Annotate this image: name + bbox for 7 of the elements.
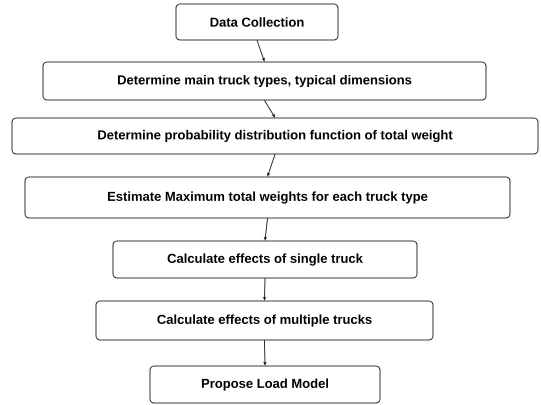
process-box: Estimate Maximum total weights for each truck type <box>24 176 510 218</box>
process-box: Propose Load Model <box>150 366 380 404</box>
process-box: Calculate effects of single truck <box>112 240 418 278</box>
process-box: Data Collection <box>176 4 338 40</box>
process-box: Determine main truck types, typical dimensions <box>42 62 486 100</box>
process-box: Determine probability distribution function of total weight <box>12 118 538 154</box>
process-box: Calculate effects of multiple trucks <box>96 300 434 340</box>
